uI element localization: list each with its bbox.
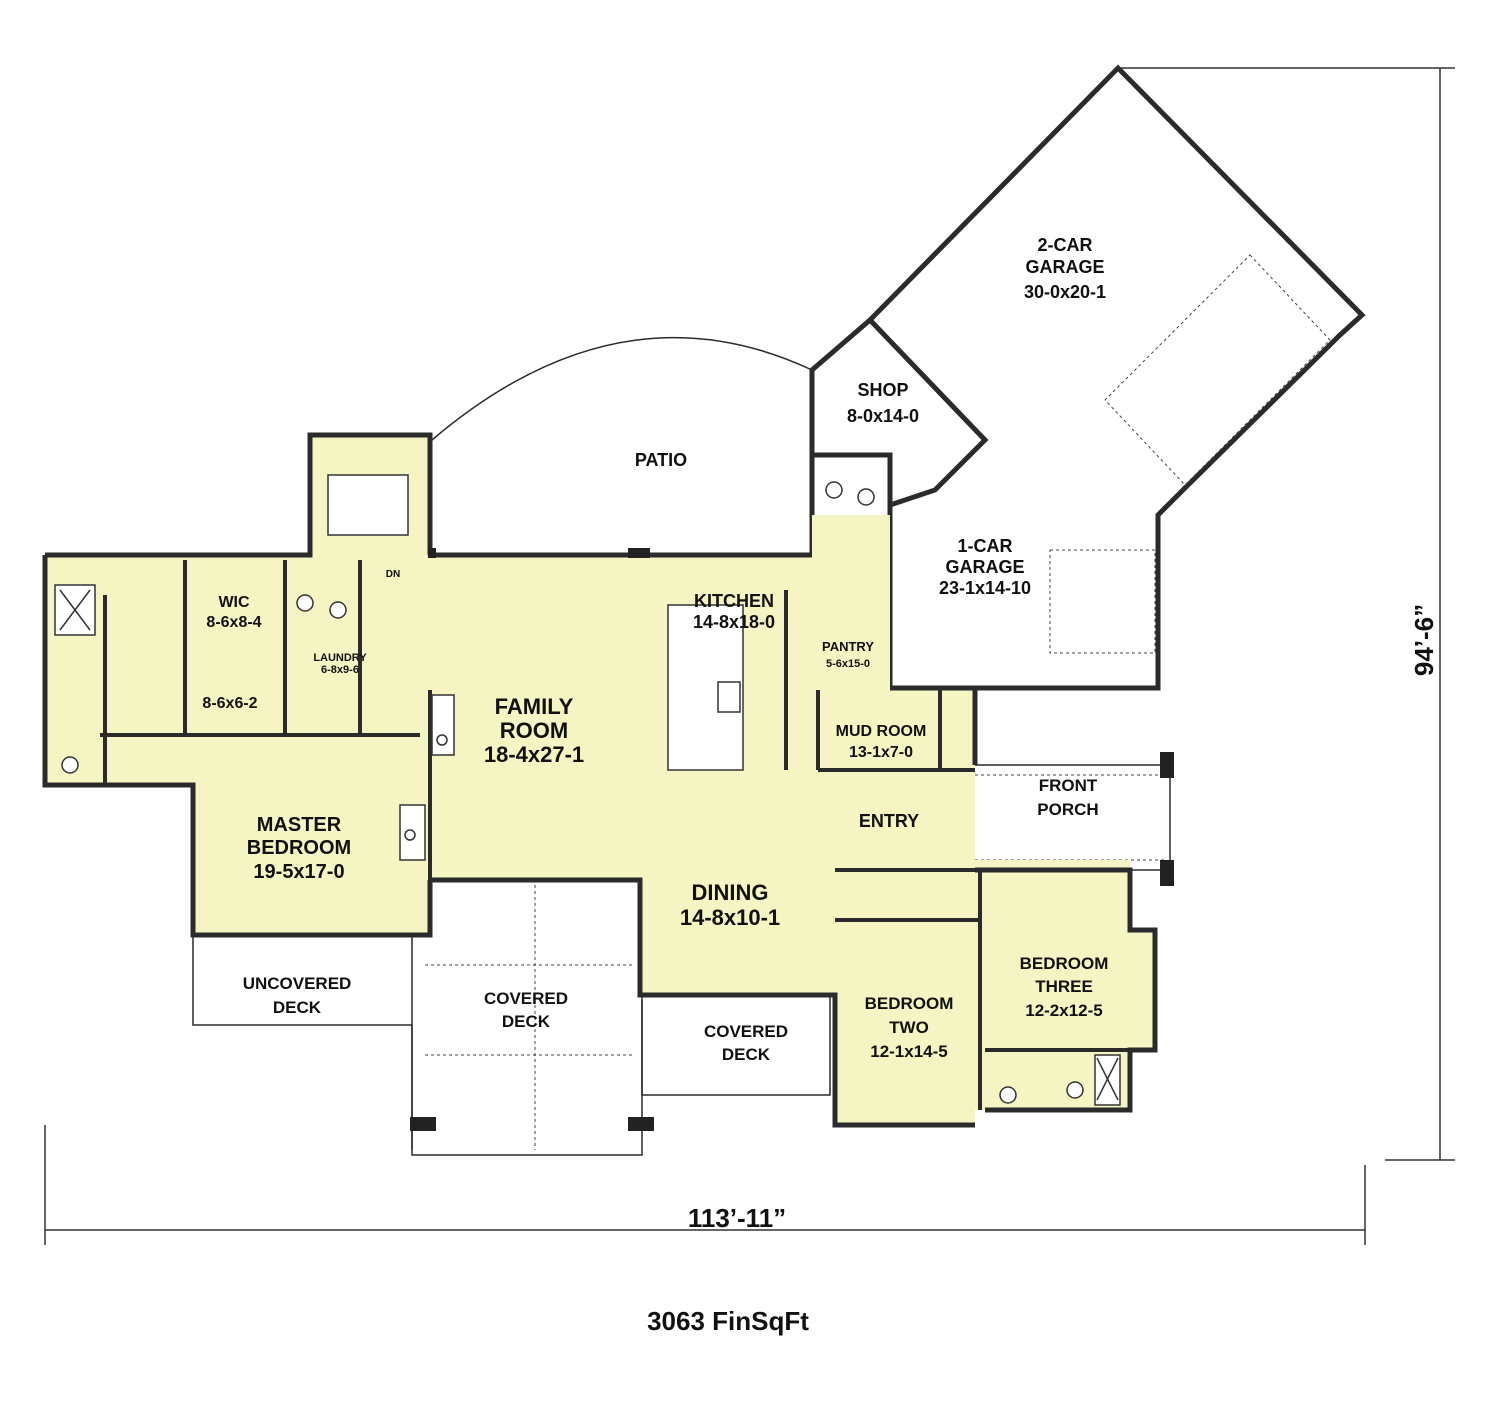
bed2-name1: BEDROOM: [865, 994, 954, 1013]
kitchen-name: KITCHEN: [694, 591, 774, 611]
shop-name: SHOP: [857, 380, 908, 400]
bed3-name1: BEDROOM: [1020, 954, 1109, 973]
covered-deck-1-name1: COVERED: [484, 989, 568, 1008]
patio-name: PATIO: [635, 450, 687, 470]
closet2-dims: 8-6x6-2: [202, 695, 257, 712]
uncovered-deck-outline: [192, 935, 413, 1150]
laundry-dims: 6-8x9-6: [321, 664, 359, 676]
front-porch-name2: PORCH: [1037, 800, 1098, 819]
family-dims: 18-4x27-1: [484, 742, 584, 767]
dining-name: DINING: [692, 880, 769, 905]
fixtures: [54, 474, 1121, 1106]
front-porch-name1: FRONT: [1039, 776, 1098, 795]
garage2-name1: 2-CAR: [1037, 235, 1092, 255]
covered-deck-1-name2: DECK: [502, 1012, 551, 1031]
master-name2: BEDROOM: [247, 837, 351, 859]
garage-wing-walls: [866, 64, 1366, 691]
bed2-dims: 12-1x14-5: [870, 1042, 948, 1061]
uncovered-deck-name2: DECK: [273, 998, 322, 1017]
garage1-dims: 23-1x14-10: [939, 578, 1031, 598]
garage2-dims: 30-0x20-1: [1024, 282, 1106, 302]
bed2-name2: TWO: [889, 1018, 929, 1037]
covered-deck-right-outline: [641, 995, 831, 1096]
family-name1: FAMILY: [495, 694, 574, 719]
depth-dimension: 94’-6”: [1409, 604, 1439, 676]
family-name2: ROOM: [500, 718, 568, 743]
bed3-dims: 12-2x12-5: [1025, 1001, 1103, 1020]
room-labels: 2-CAR GARAGE 30-0x20-1 SHOP 8-0x14-0 PAT…: [202, 235, 1108, 1064]
area-label: 3063 FinSqFt: [647, 1306, 809, 1336]
bed3-name2: THREE: [1035, 977, 1093, 996]
dining-dims: 14-8x10-1: [680, 905, 780, 930]
porch-posts: [410, 548, 1174, 1131]
master-suite-walls: [42, 432, 433, 938]
central-fill: [640, 515, 1155, 1125]
uncovered-deck-name1: UNCOVERED: [243, 974, 352, 993]
wic-dims: 8-6x8-4: [206, 614, 261, 631]
garage1-name1: 1-CAR: [957, 536, 1012, 556]
garage2-name2: GARAGE: [1025, 257, 1104, 277]
dimension-lines: [44, 67, 1455, 1245]
covered-deck-2-name1: COVERED: [704, 1022, 788, 1041]
shop-dims: 8-0x14-0: [847, 406, 919, 426]
pantry-dims: 5-6x15-0: [826, 658, 870, 670]
covered-deck-2-name2: DECK: [722, 1045, 771, 1064]
mudroom-dims: 13-1x7-0: [849, 744, 913, 761]
width-dimension: 113’-11”: [688, 1203, 786, 1233]
entry-name: ENTRY: [859, 811, 919, 831]
garage1-name2: GARAGE: [945, 557, 1024, 577]
pantry-name: PANTRY: [822, 639, 874, 654]
wic-name: WIC: [218, 594, 250, 611]
master-name1: MASTER: [257, 814, 342, 836]
master-dims: 19-5x17-0: [253, 861, 344, 883]
patio-outline: [431, 336, 813, 441]
kitchen-dims: 14-8x18-0: [693, 612, 775, 632]
dn-label: DN: [386, 569, 400, 580]
interior-walls: [100, 560, 1130, 1110]
laundry-name: LAUNDRY: [313, 652, 367, 664]
mudroom-name: MUD ROOM: [836, 723, 927, 740]
